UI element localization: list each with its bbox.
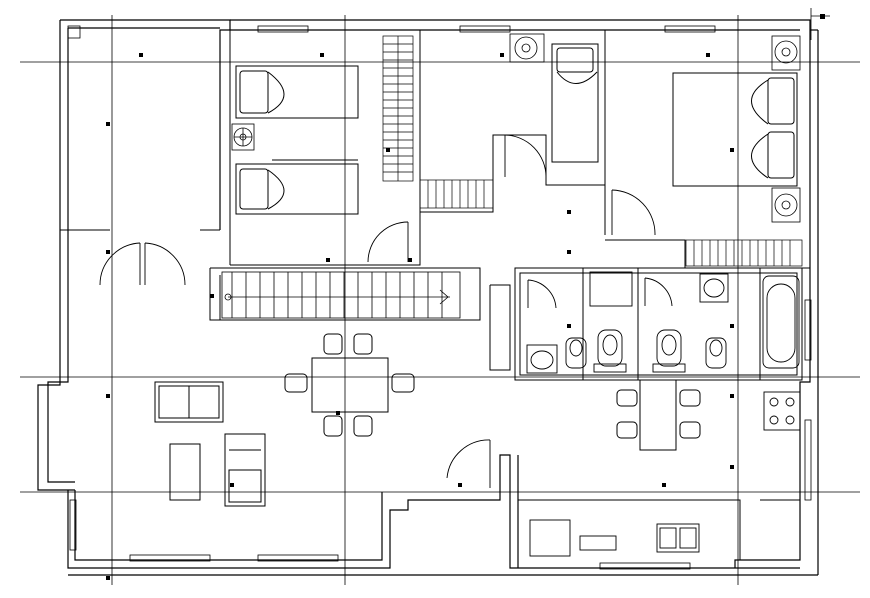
twin-beds (235, 65, 359, 215)
exterior-walls (37, 19, 819, 576)
grid-lines (20, 8, 860, 585)
single-bed (551, 43, 599, 163)
sofa (154, 381, 224, 423)
coffee-table (169, 443, 201, 501)
windows (69, 25, 812, 570)
wardrobe-hatches (382, 35, 803, 267)
interior-walls (60, 30, 810, 560)
double-bed (672, 72, 798, 187)
doors (99, 134, 673, 488)
fan-icon (231, 123, 255, 151)
corner-marker (67, 25, 81, 39)
counter-and-sink (529, 519, 700, 557)
fan-icon (509, 33, 545, 63)
bathroom-fixtures (526, 271, 800, 374)
axis-markers (106, 14, 825, 580)
stove (763, 391, 801, 431)
kitchen-table (616, 379, 701, 451)
armchair (224, 433, 266, 507)
dining-table (284, 333, 415, 437)
fan-icon (771, 35, 801, 223)
stair-run (221, 271, 461, 319)
